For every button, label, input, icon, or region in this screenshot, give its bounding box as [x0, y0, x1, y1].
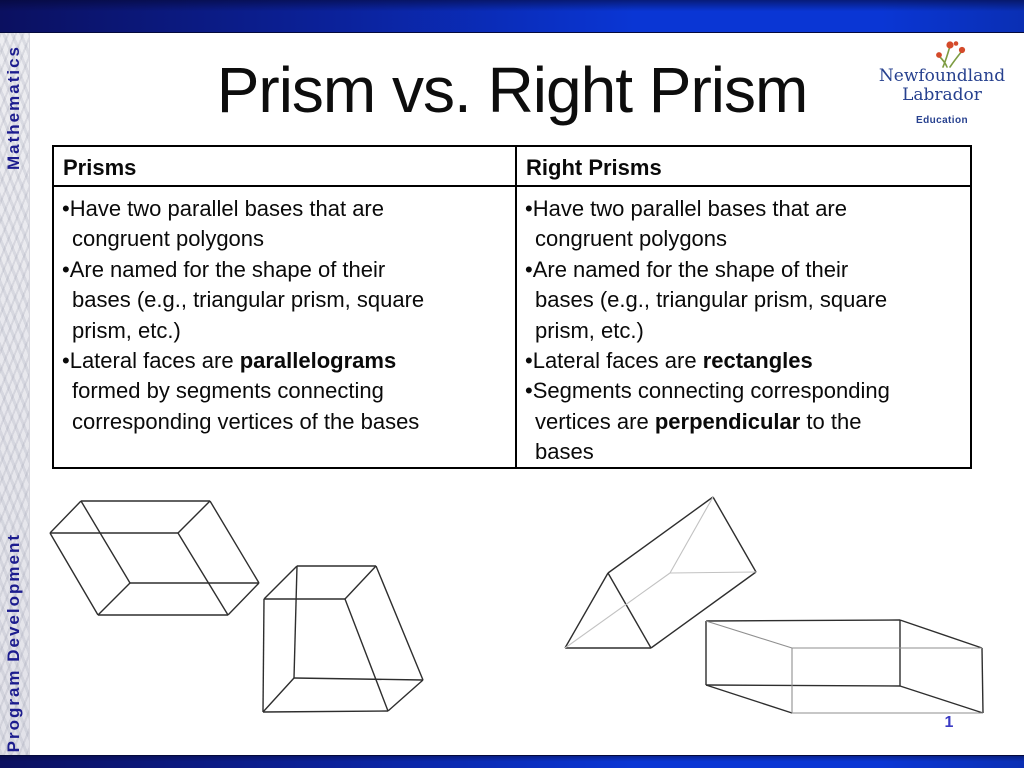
right-triangular-prism-hidden-edges-edge: [669, 496, 714, 574]
bullet-marker: •: [525, 256, 533, 282]
table-cell-prisms: •Have two parallel bases that are congru…: [54, 187, 515, 468]
bullet-text: to the bases: [535, 408, 862, 465]
oblique-square-prism-edge: [262, 677, 295, 713]
logo-line-labrador: Labrador: [902, 85, 982, 105]
oblique-square-prism-edge: [387, 679, 424, 712]
right-triangular-prism-visible-edges-edge: [712, 496, 757, 573]
bullet-text: formed by segments connecting correspond…: [72, 378, 420, 434]
oblique-parallelepiped-prism-edge: [209, 500, 260, 584]
bullet-item: •Lateral faces are rectangles: [525, 346, 964, 376]
bullet-item: •Have two parallel bases that are congru…: [525, 194, 964, 255]
oblique-square-prism-edge: [293, 677, 424, 681]
oblique-square-prism-edge: [375, 565, 424, 681]
logo-caption-education: Education: [916, 115, 968, 126]
right-triangular-prism-hidden-edges-edge: [564, 572, 671, 649]
bullet-text: Segments connecting corresponding vertic…: [532, 378, 890, 434]
bullet-marker: •: [62, 196, 70, 221]
sidebar-label-program-development: Program Development: [4, 532, 23, 752]
oblique-square-prism-edge: [262, 598, 265, 713]
bullet-marker: •: [62, 348, 70, 374]
bullet-text: parallelograms: [239, 348, 397, 374]
oblique-parallelepiped-prism-edge: [177, 532, 229, 616]
oblique-square-prism-edge: [263, 565, 298, 600]
right-triangular-prism-visible-edges-edge: [607, 572, 652, 649]
table-cell-right-prisms: •Have two parallel bases that are congru…: [515, 187, 970, 468]
right-rectangular-prism-visible-edges-edge: [899, 619, 983, 649]
oblique-square-prism-edge: [344, 598, 389, 712]
right-triangular-prism-visible-edges-edge: [650, 571, 757, 649]
bullet-marker: •: [525, 378, 533, 404]
right-rectangular-prism-visible-edges-edge: [981, 647, 984, 714]
right-rectangular-prism-visible-edges-edge: [899, 685, 984, 714]
right-triangular-prism-visible-edges-edge: [607, 496, 714, 574]
bullet-marker: •: [62, 256, 70, 282]
oblique-parallelepiped-prism-edge: [49, 500, 82, 534]
oblique-parallelepiped-prism-edge: [80, 500, 131, 584]
bullet-item: •Segments connecting corresponding verti…: [525, 376, 964, 467]
bullet-marker: •: [525, 196, 533, 221]
bottom-accent-bar: [0, 755, 1024, 768]
table-header-prisms: Prisms: [54, 147, 515, 187]
bullet-text: Lateral faces are: [532, 348, 703, 374]
bullet-text: perpendicular: [654, 408, 801, 434]
oblique-parallelepiped-prism-edge: [97, 582, 131, 616]
oblique-parallelepiped-prism-edge: [49, 532, 99, 616]
bullet-text: rectangles: [702, 348, 813, 374]
logo-line-newfoundland: Newfoundland: [878, 66, 1006, 86]
bullet-item: •Have two parallel bases that are congru…: [62, 194, 509, 255]
right-rectangular-prism-visible-edges-edge: [705, 684, 901, 687]
bullet-marker: •: [525, 348, 533, 374]
newfoundland-labrador-logo: Newfoundland Labrador Education: [872, 40, 1012, 126]
oblique-square-prism-edge: [262, 710, 389, 713]
bullet-item: •Are named for the shape of their bases …: [62, 255, 509, 346]
bullet-text: Lateral faces are: [69, 348, 240, 374]
slide-title: Prism vs. Right Prism: [216, 54, 809, 126]
pitcher-plant-flower-icon: [936, 41, 966, 68]
bullet-text: Are named for the shape of their bases (…: [69, 256, 425, 343]
right-rectangular-prism-visible-edges-edge: [705, 684, 793, 714]
page-number: 1: [944, 714, 954, 731]
oblique-parallelepiped-prism-edge: [177, 500, 211, 534]
comparison-table: Prisms Right Prisms •Have two parallel b…: [52, 145, 972, 469]
bullet-text: Have two parallel bases that are congrue…: [532, 196, 847, 252]
oblique-square-prism-edge: [293, 565, 298, 679]
bullet-text: Have two parallel bases that are congrue…: [69, 196, 384, 252]
right-rectangular-prism-visible-edges-edge: [705, 619, 901, 622]
table-header-right-prisms: Right Prisms: [515, 147, 970, 187]
top-accent-bar: [0, 0, 1024, 33]
oblique-square-prism-edge: [344, 565, 377, 600]
right-triangular-prism-visible-edges-edge: [564, 572, 609, 649]
oblique-parallelepiped-prism-edge: [227, 582, 260, 616]
right-triangular-prism-hidden-edges-edge: [669, 571, 757, 574]
sidebar: Mathematics Program Development: [0, 33, 30, 755]
bullet-item: •Are named for the shape of their bases …: [525, 255, 964, 346]
bullet-item: •Lateral faces are parallelograms formed…: [62, 346, 509, 437]
bullet-text: Are named for the shape of their bases (…: [532, 256, 888, 343]
right-rectangular-prism-hidden-edges-edge: [705, 620, 793, 649]
